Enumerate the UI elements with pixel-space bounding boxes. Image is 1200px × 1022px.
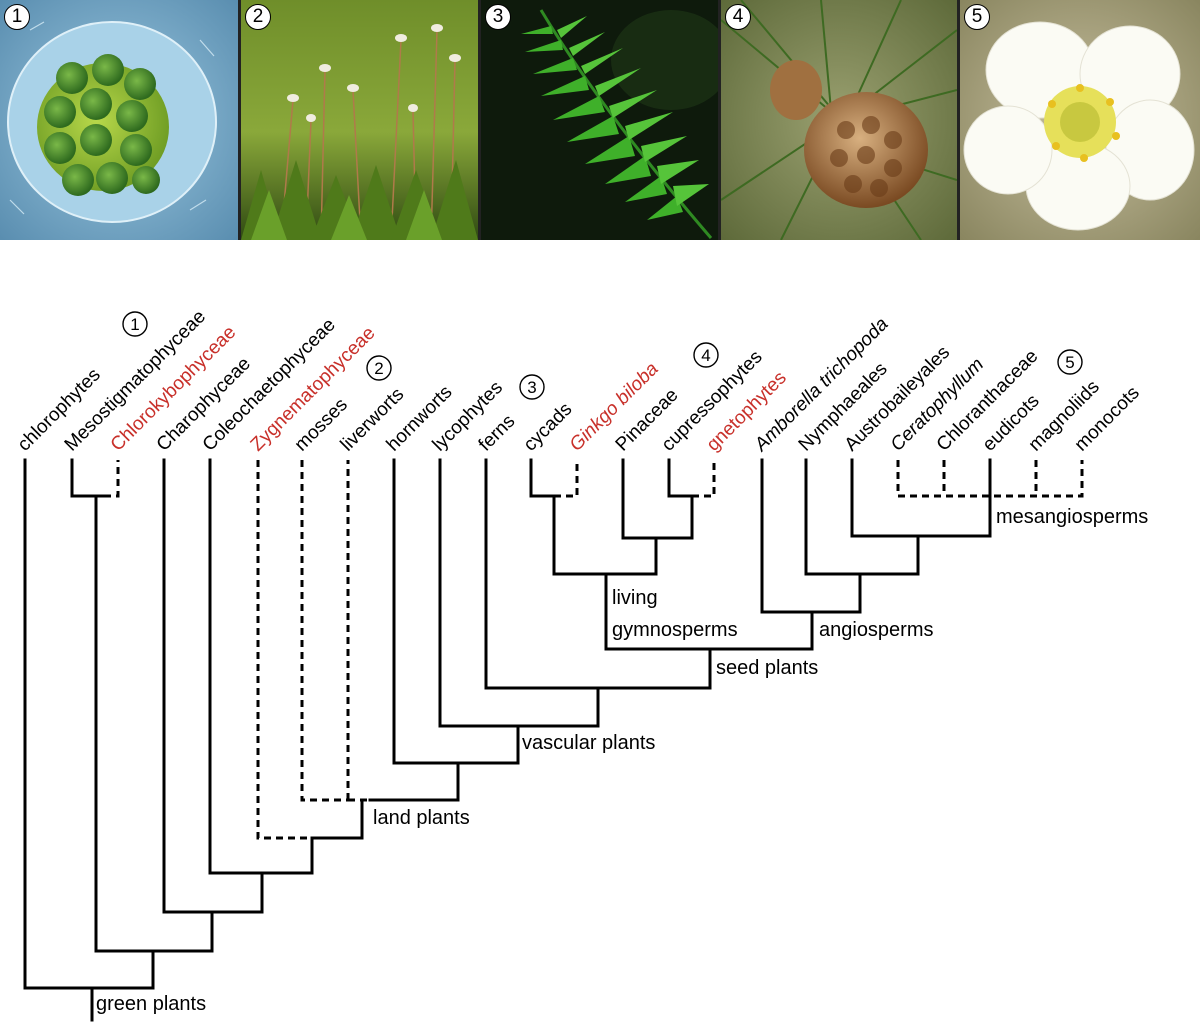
number-5-circle: 5 <box>1057 349 1083 375</box>
svg-text:1: 1 <box>130 315 139 334</box>
number-3-circle: 3 <box>519 374 545 400</box>
photo-5: 5 <box>960 0 1200 240</box>
phylogenetic-tree: chlorophytes Mesostigmatophyceae Chlorok… <box>14 306 1148 1022</box>
number-1-circle: 1 <box>122 311 148 337</box>
clade-label-living: living <box>612 587 658 609</box>
photo-number-badge: 5 <box>964 4 990 30</box>
photo-reference-numbers: 1 2 3 4 5 <box>122 311 1083 400</box>
clade-label-vascular-plants: vascular plants <box>522 732 655 754</box>
photo-2: 2 <box>241 0 478 240</box>
svg-text:3: 3 <box>527 378 536 397</box>
photo-4: 4 <box>721 0 957 240</box>
clade-label-gymnosperms: gymnosperms <box>612 619 738 641</box>
clade-labels: mesangiosperms living gymnosperms angios… <box>96 506 1148 1015</box>
algae-colony-image <box>0 0 238 240</box>
photo-number-badge: 1 <box>4 4 30 30</box>
photo-strip: 1 <box>0 0 1200 240</box>
svg-text:5: 5 <box>1065 353 1074 372</box>
flower-image <box>960 0 1200 240</box>
taxon-labels: chlorophytes Mesostigmatophyceae Chlorok… <box>14 306 1144 456</box>
fern-image <box>481 0 718 240</box>
number-2-circle: 2 <box>366 355 392 381</box>
photo-number-badge: 2 <box>245 4 271 30</box>
number-4-circle: 4 <box>693 342 719 368</box>
clade-label-seed-plants: seed plants <box>716 657 818 679</box>
photo-number-badge: 4 <box>725 4 751 30</box>
svg-text:4: 4 <box>701 346 710 365</box>
tree-branches-solid <box>23 458 992 1022</box>
svg-text:2: 2 <box>374 359 383 378</box>
tree-branches-dashed <box>104 460 1084 840</box>
clade-label-land-plants: land plants <box>373 807 470 829</box>
moss-image <box>241 0 478 240</box>
clade-label-mesangiosperms: mesangiosperms <box>996 506 1148 528</box>
clade-label-green-plants: green plants <box>96 993 206 1015</box>
taxon-label: cycads <box>520 399 577 456</box>
photo-3: 3 <box>481 0 718 240</box>
photo-number-badge: 3 <box>485 4 511 30</box>
clade-label-angiosperms: angiosperms <box>819 619 934 641</box>
pine-cone-image <box>721 0 957 240</box>
photo-1: 1 <box>0 0 238 240</box>
